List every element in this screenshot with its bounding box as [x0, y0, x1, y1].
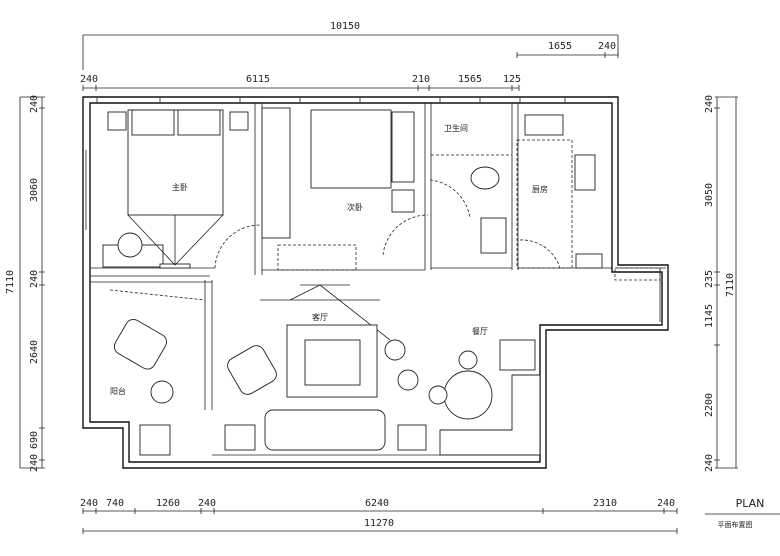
desk: [277, 244, 357, 271]
dim-bottom-row-5: 2310: [593, 498, 617, 509]
bottom-dimensions: 240 740 1260 240 6240 2310 240 11270: [80, 498, 678, 534]
living-room-furniture: [224, 284, 427, 451]
wardrobe: [391, 111, 415, 183]
dim-left-row-3: 2640: [29, 340, 40, 364]
armchair: [227, 345, 277, 395]
top-dimensions: 10150 1655 240 240 6115 210 1565 125: [80, 21, 619, 91]
cabinet: [614, 267, 661, 281]
dim-bottom-row-6: 240: [657, 498, 675, 509]
pillow: [131, 109, 175, 136]
dim-top-row-4: 125: [503, 74, 521, 85]
side-table: [224, 424, 256, 451]
coffee-table: [304, 339, 361, 386]
wardrobe: [261, 107, 291, 239]
pillow: [177, 109, 221, 136]
fridge: [575, 253, 603, 269]
dim-left-row-1: 3060: [29, 178, 40, 202]
dining-room-furniture: [428, 339, 541, 456]
toilet: [470, 166, 500, 190]
dim-bottom-total: 11270: [364, 518, 394, 529]
sink: [524, 114, 564, 136]
dim-top-row-0: 240: [80, 74, 98, 85]
dim-left-row-2: 240: [29, 270, 40, 288]
dim-top-row-2: 210: [412, 74, 430, 85]
dim-left-row-5: 240: [29, 454, 40, 472]
second-bedroom-furniture: [277, 109, 415, 271]
dim-right-total: 7110: [725, 273, 736, 297]
kitchen-fixtures: [516, 114, 661, 281]
title-block: PLAN 平面布置图: [705, 497, 780, 529]
stool: [384, 339, 406, 361]
bed: [310, 109, 392, 189]
dim-bottom-row-3: 240: [198, 498, 216, 509]
stove: [574, 154, 596, 191]
doors: [109, 179, 561, 301]
stool: [397, 369, 419, 391]
nightstand: [391, 189, 415, 213]
label-master-bedroom: 主卧: [172, 182, 188, 192]
title-cn: 平面布置图: [718, 520, 753, 529]
left-dimensions: 7110 240 3060 240 2640 690 240: [5, 95, 45, 472]
dim-bottom-row-0: 240: [80, 498, 98, 509]
dim-bottom-row-1: 740: [106, 498, 124, 509]
nightstand: [107, 111, 127, 131]
chair: [428, 385, 448, 405]
dim-top-row-1: 6115: [246, 74, 270, 85]
side-table: [397, 424, 427, 451]
dim-top-right-0: 1655: [548, 41, 572, 52]
dim-left-row-4: 690: [29, 431, 40, 449]
washbasin: [480, 217, 507, 254]
dim-right-row-3: 1145: [704, 304, 715, 328]
dim-top-right-1: 240: [598, 41, 616, 52]
label-bathroom: 卫生间: [444, 123, 468, 133]
dim-left-total: 7110: [5, 270, 16, 294]
label-second-bedroom: 次卧: [347, 202, 363, 212]
dim-top-total: 10150: [330, 21, 360, 32]
dim-top-row-3: 1565: [458, 74, 482, 85]
dim-bottom-row-2: 1260: [156, 498, 180, 509]
label-living-room: 客厅: [312, 312, 328, 322]
washing-machine: [139, 424, 171, 456]
label-balcony: 阳台: [110, 386, 126, 396]
label-dining-room: 餐厅: [472, 327, 488, 336]
nightstand: [229, 111, 249, 131]
dim-right-row-0: 240: [704, 95, 715, 113]
counter: [516, 139, 573, 269]
lounge-chair: [113, 319, 167, 370]
sofa: [264, 409, 386, 451]
walls: [82, 96, 669, 469]
side-table: [150, 380, 174, 404]
label-kitchen: 厨房: [532, 184, 548, 194]
dining-table: [443, 370, 493, 420]
dim-right-row-4: 2200: [704, 393, 715, 417]
dim-right-row-2: 235: [704, 270, 715, 288]
chair: [117, 232, 143, 258]
dim-bottom-row-4: 6240: [365, 498, 389, 509]
chair: [458, 350, 478, 370]
cabinet: [499, 339, 536, 371]
dim-right-row-1: 3050: [704, 183, 715, 207]
room-labels: 主卧 次卧 卫生间 厨房 客厅 餐厅 阳台: [110, 123, 548, 396]
title-en: PLAN: [736, 497, 765, 510]
dim-left-row-0: 240: [29, 95, 40, 113]
right-dimensions: 240 3050 235 1145 2200 240 7110: [704, 95, 738, 472]
balcony-furniture: [113, 319, 174, 456]
master-bedroom-furniture: [102, 107, 291, 269]
bench-seat: [439, 374, 541, 456]
dim-right-row-5: 240: [704, 454, 715, 472]
bathroom-fixtures: [431, 154, 512, 254]
